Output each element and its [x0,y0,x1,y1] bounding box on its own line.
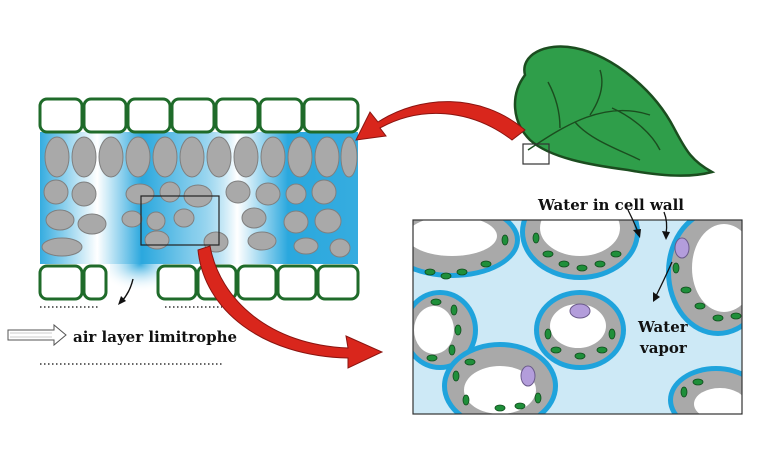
chloroplasts [424,232,742,412]
water-vapor-label-line2: vapor [639,339,688,357]
leaf-icon [513,45,716,177]
air-layer-boundaries [40,306,222,365]
arrowheads [633,229,670,302]
curved-red-arrow-icon [355,101,526,141]
zoom-selection-box [140,195,220,246]
air-layer-label: air layer limitrophe [73,328,237,346]
leaf-sample-box [522,143,550,165]
zoomed-panel [412,209,743,415]
spongy-mesophyll [41,179,351,258]
hollow-arrow-icon [7,323,67,347]
water-in-cell-wall-label: Water in cell wall [537,196,684,214]
nuclei [520,237,690,387]
water-vapor-label-line1: Water [637,318,689,336]
lower-epidermis [38,264,360,301]
zoomed-panel-border [412,219,743,415]
zoom-red-arrow-icon [197,245,384,369]
upper-epidermis [38,97,360,134]
leaf-cross-section [38,97,360,365]
stoma-outflow-arrow [118,278,134,305]
palisade-cells [44,136,358,178]
